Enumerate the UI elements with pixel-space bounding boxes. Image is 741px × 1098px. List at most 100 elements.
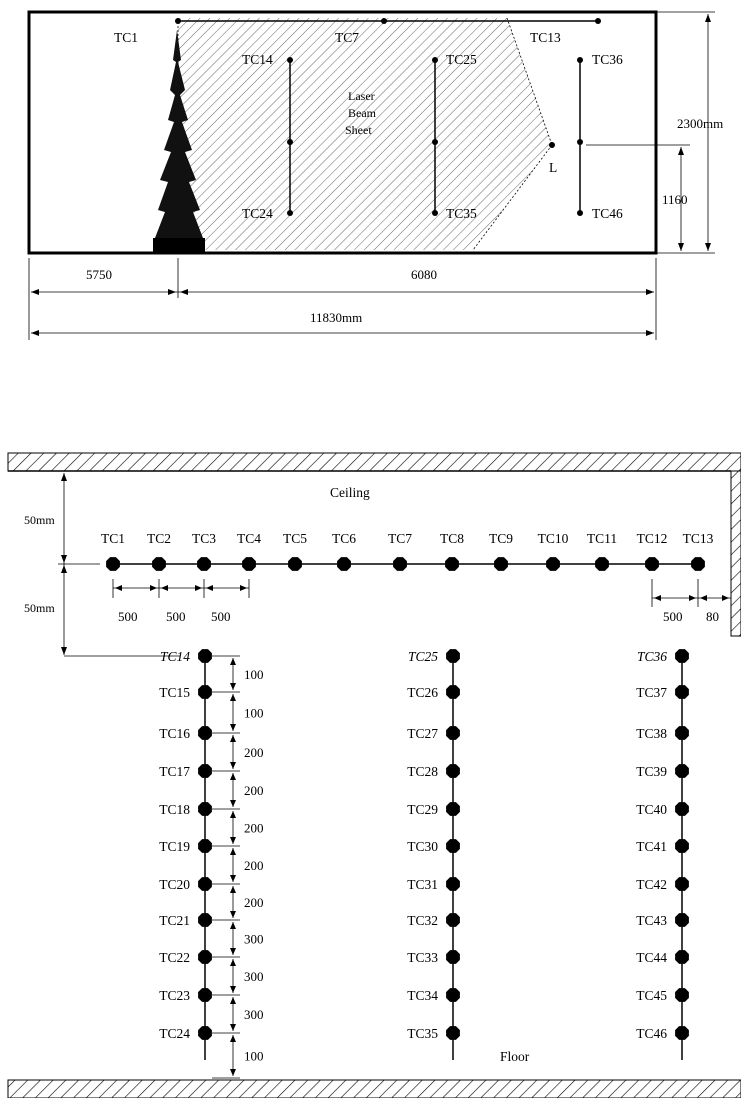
thermocouple-node: [393, 557, 407, 571]
laser-label-1: Laser: [348, 89, 375, 103]
floor-slab: [7, 1079, 741, 1098]
thermocouple-node: [198, 685, 212, 699]
vertical-spacing-label: 200: [244, 783, 264, 798]
width-left: 5750: [86, 267, 112, 282]
thermocouple-node: [675, 877, 689, 891]
thermocouple-node: [675, 988, 689, 1002]
thermocouple-node: [198, 649, 212, 663]
thermocouple-node: [198, 950, 212, 964]
thermocouple-node: [446, 913, 460, 927]
width-right: 6080: [411, 267, 437, 282]
column-label: TC44: [636, 950, 667, 965]
vertical-spacing-label: 200: [244, 895, 264, 910]
column-label: TC20: [159, 877, 190, 892]
label-tc13: TC13: [530, 30, 561, 45]
thermocouple-node: [446, 950, 460, 964]
vertical-spacing-label: 300: [244, 932, 264, 947]
vertical-spacing-label: 200: [244, 858, 264, 873]
thermocouple-node: [446, 649, 460, 663]
column-label: TC40: [636, 802, 667, 817]
vertical-spacing-label: 200: [244, 745, 264, 760]
thermocouple-node: [446, 726, 460, 740]
column-label: TC21: [159, 913, 190, 928]
ceiling-row-label: TC3: [192, 531, 216, 546]
column-b-thermocouples: TC25TC26TC27TC28TC29TC30TC31TC32TC33TC34…: [407, 649, 460, 1041]
column-label: TC16: [159, 726, 190, 741]
row-spacing-5: 80: [706, 609, 719, 624]
thermocouple-node: [445, 557, 459, 571]
column-label: TC34: [407, 988, 438, 1003]
column-label: TC28: [407, 764, 438, 779]
vertical-spacing-label: 300: [244, 1007, 264, 1022]
label-tc1: TC1: [114, 30, 138, 45]
thermocouple-node: [675, 802, 689, 816]
label-top-tc24: TC24: [242, 206, 273, 221]
ceiling-row-label: TC10: [538, 531, 569, 546]
column-label: TC45: [636, 988, 667, 1003]
burner-base: [153, 238, 205, 252]
height-partial: 1160: [662, 192, 688, 207]
thermocouple-node: [675, 950, 689, 964]
vertical-spacing-label: 100: [244, 667, 264, 682]
thermocouple-node: [675, 726, 689, 740]
laser-label-3: Sheet: [345, 123, 372, 137]
column-a-thermocouples: TC14TC15TC16TC17TC18TC19TC20TC21TC22TC23…: [159, 649, 212, 1041]
column-label: TC29: [407, 802, 438, 817]
column-label: TC31: [407, 877, 438, 892]
laser-label-2: Beam: [348, 106, 377, 120]
column-label: TC39: [636, 764, 667, 779]
vertical-spacing-label: 100: [244, 1049, 264, 1064]
row-spacing-1: 500: [118, 609, 138, 624]
ceiling-row-label: TC11: [587, 531, 617, 546]
laser-point-label: L: [549, 160, 557, 175]
ceiling-row-label: TC9: [489, 531, 513, 546]
thermocouple-node: [691, 557, 705, 571]
row-spacing-4: 500: [663, 609, 683, 624]
row-spacing-3: 500: [211, 609, 231, 624]
thermocouple-node: [446, 802, 460, 816]
column-label: TC26: [407, 685, 438, 700]
floor-label: Floor: [500, 1049, 530, 1064]
thermocouple-node: [198, 802, 212, 816]
column-label: TC42: [636, 877, 667, 892]
ceiling-row-label: TC6: [332, 531, 356, 546]
column-label: TC17: [159, 764, 190, 779]
ceiling-row-label: TC4: [237, 531, 261, 546]
ceiling-row-label: TC12: [637, 531, 668, 546]
column-c-thermocouples: TC36TC37TC38TC39TC40TC41TC42TC43TC44TC45…: [636, 649, 689, 1041]
thermocouple-node: [446, 839, 460, 853]
column-label: TC18: [159, 802, 190, 817]
thermocouple-node: [675, 913, 689, 927]
compartment-outline: [27, 10, 658, 255]
ceiling-row-label: TC7: [388, 531, 412, 546]
column-label: TC24: [159, 1026, 190, 1041]
thermocouple-node: [446, 764, 460, 778]
thermocouple-node: [494, 557, 508, 571]
thermocouple-node: [288, 557, 302, 571]
column-label: TC15: [159, 685, 190, 700]
thermocouple-node: [106, 557, 120, 571]
ceiling-row-label: TC2: [147, 531, 171, 546]
thermocouple-node: [242, 557, 256, 571]
thermocouple-node: [337, 557, 351, 571]
column-label: TC36: [637, 649, 667, 664]
column-label: TC35: [407, 1026, 438, 1041]
gap-top-label: 50mm: [24, 513, 55, 527]
row-spacing-2: 500: [166, 609, 186, 624]
thermocouple-node: [152, 557, 166, 571]
thermocouple-node: [198, 913, 212, 927]
column-label: TC43: [636, 913, 667, 928]
gap-bottom-label: 50mm: [24, 601, 55, 615]
thermocouple-node: [675, 1026, 689, 1040]
width-total: 11830mm: [310, 310, 362, 325]
top-elevation-view: TC1 TC7 TC13 TC14 TC24 TC25 TC35 TC36 TC…: [27, 10, 723, 340]
thermocouple-node: [546, 557, 560, 571]
column-label: TC27: [407, 726, 438, 741]
column-label: TC22: [159, 950, 190, 965]
vertical-spacing-label: 100: [244, 706, 264, 721]
thermocouple-node: [446, 685, 460, 699]
